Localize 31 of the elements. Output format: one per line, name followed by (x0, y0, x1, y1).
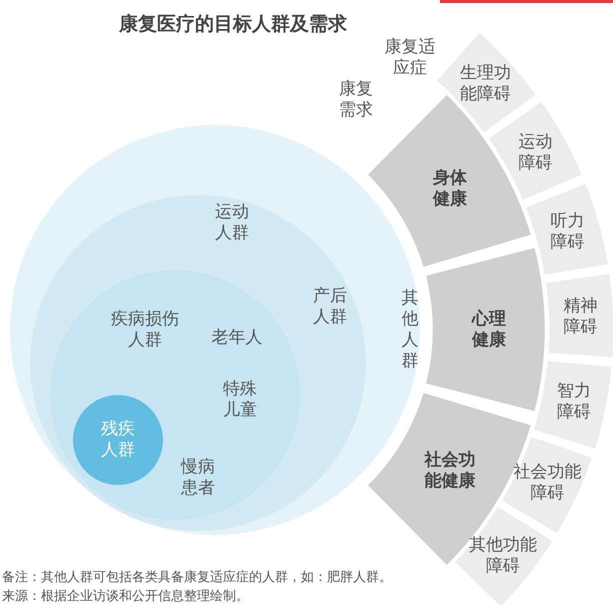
title: 康复医疗的目标人群及需求 (118, 12, 348, 37)
circle-label: 运动人群 (214, 202, 250, 244)
ring-segment (546, 274, 613, 358)
circle-label: 特殊儿童 (222, 379, 258, 421)
segment-label: 智力障碍 (556, 380, 592, 423)
segment-label: 社会功能障碍 (512, 462, 582, 504)
segment-label: 生理功能障碍 (459, 62, 512, 105)
ring-segment (426, 248, 545, 412)
ring-heading: 康复适应症 (384, 37, 436, 79)
circle-label: 疾病损伤人群 (110, 309, 180, 351)
ring-heading: 康复需求 (338, 79, 374, 121)
circle-label: 其他人群 (400, 288, 420, 372)
segment-label: 社会功能健康 (423, 450, 476, 492)
segment-label: 其他功能障碍 (468, 534, 538, 577)
ring-segment (437, 32, 536, 132)
segment-label: 听力障碍 (550, 211, 586, 254)
ring-segment (534, 360, 612, 448)
segment-label: 身体健康 (432, 168, 468, 210)
segment-label: 心理健康 (470, 308, 507, 351)
ring-segment (502, 437, 592, 534)
source-text: 来源：根据企业访谈和公开信息整理绘制。 (2, 589, 249, 605)
circle-label: 慢病患者 (180, 457, 216, 499)
circle-label: 产后人群 (312, 286, 348, 328)
circle-label: 残疾人群 (100, 419, 136, 461)
circle-label: 老年人 (210, 328, 264, 348)
ring-segment (488, 102, 582, 200)
segment-label: 精神障碍 (562, 296, 599, 338)
ring-segment (526, 184, 608, 275)
ring-segment (454, 507, 552, 605)
segment-label: 运动障碍 (517, 132, 554, 174)
note-text: 备注：其他人群可包括各类具备康复适应症的人群，如：肥胖人群。 (2, 570, 392, 586)
